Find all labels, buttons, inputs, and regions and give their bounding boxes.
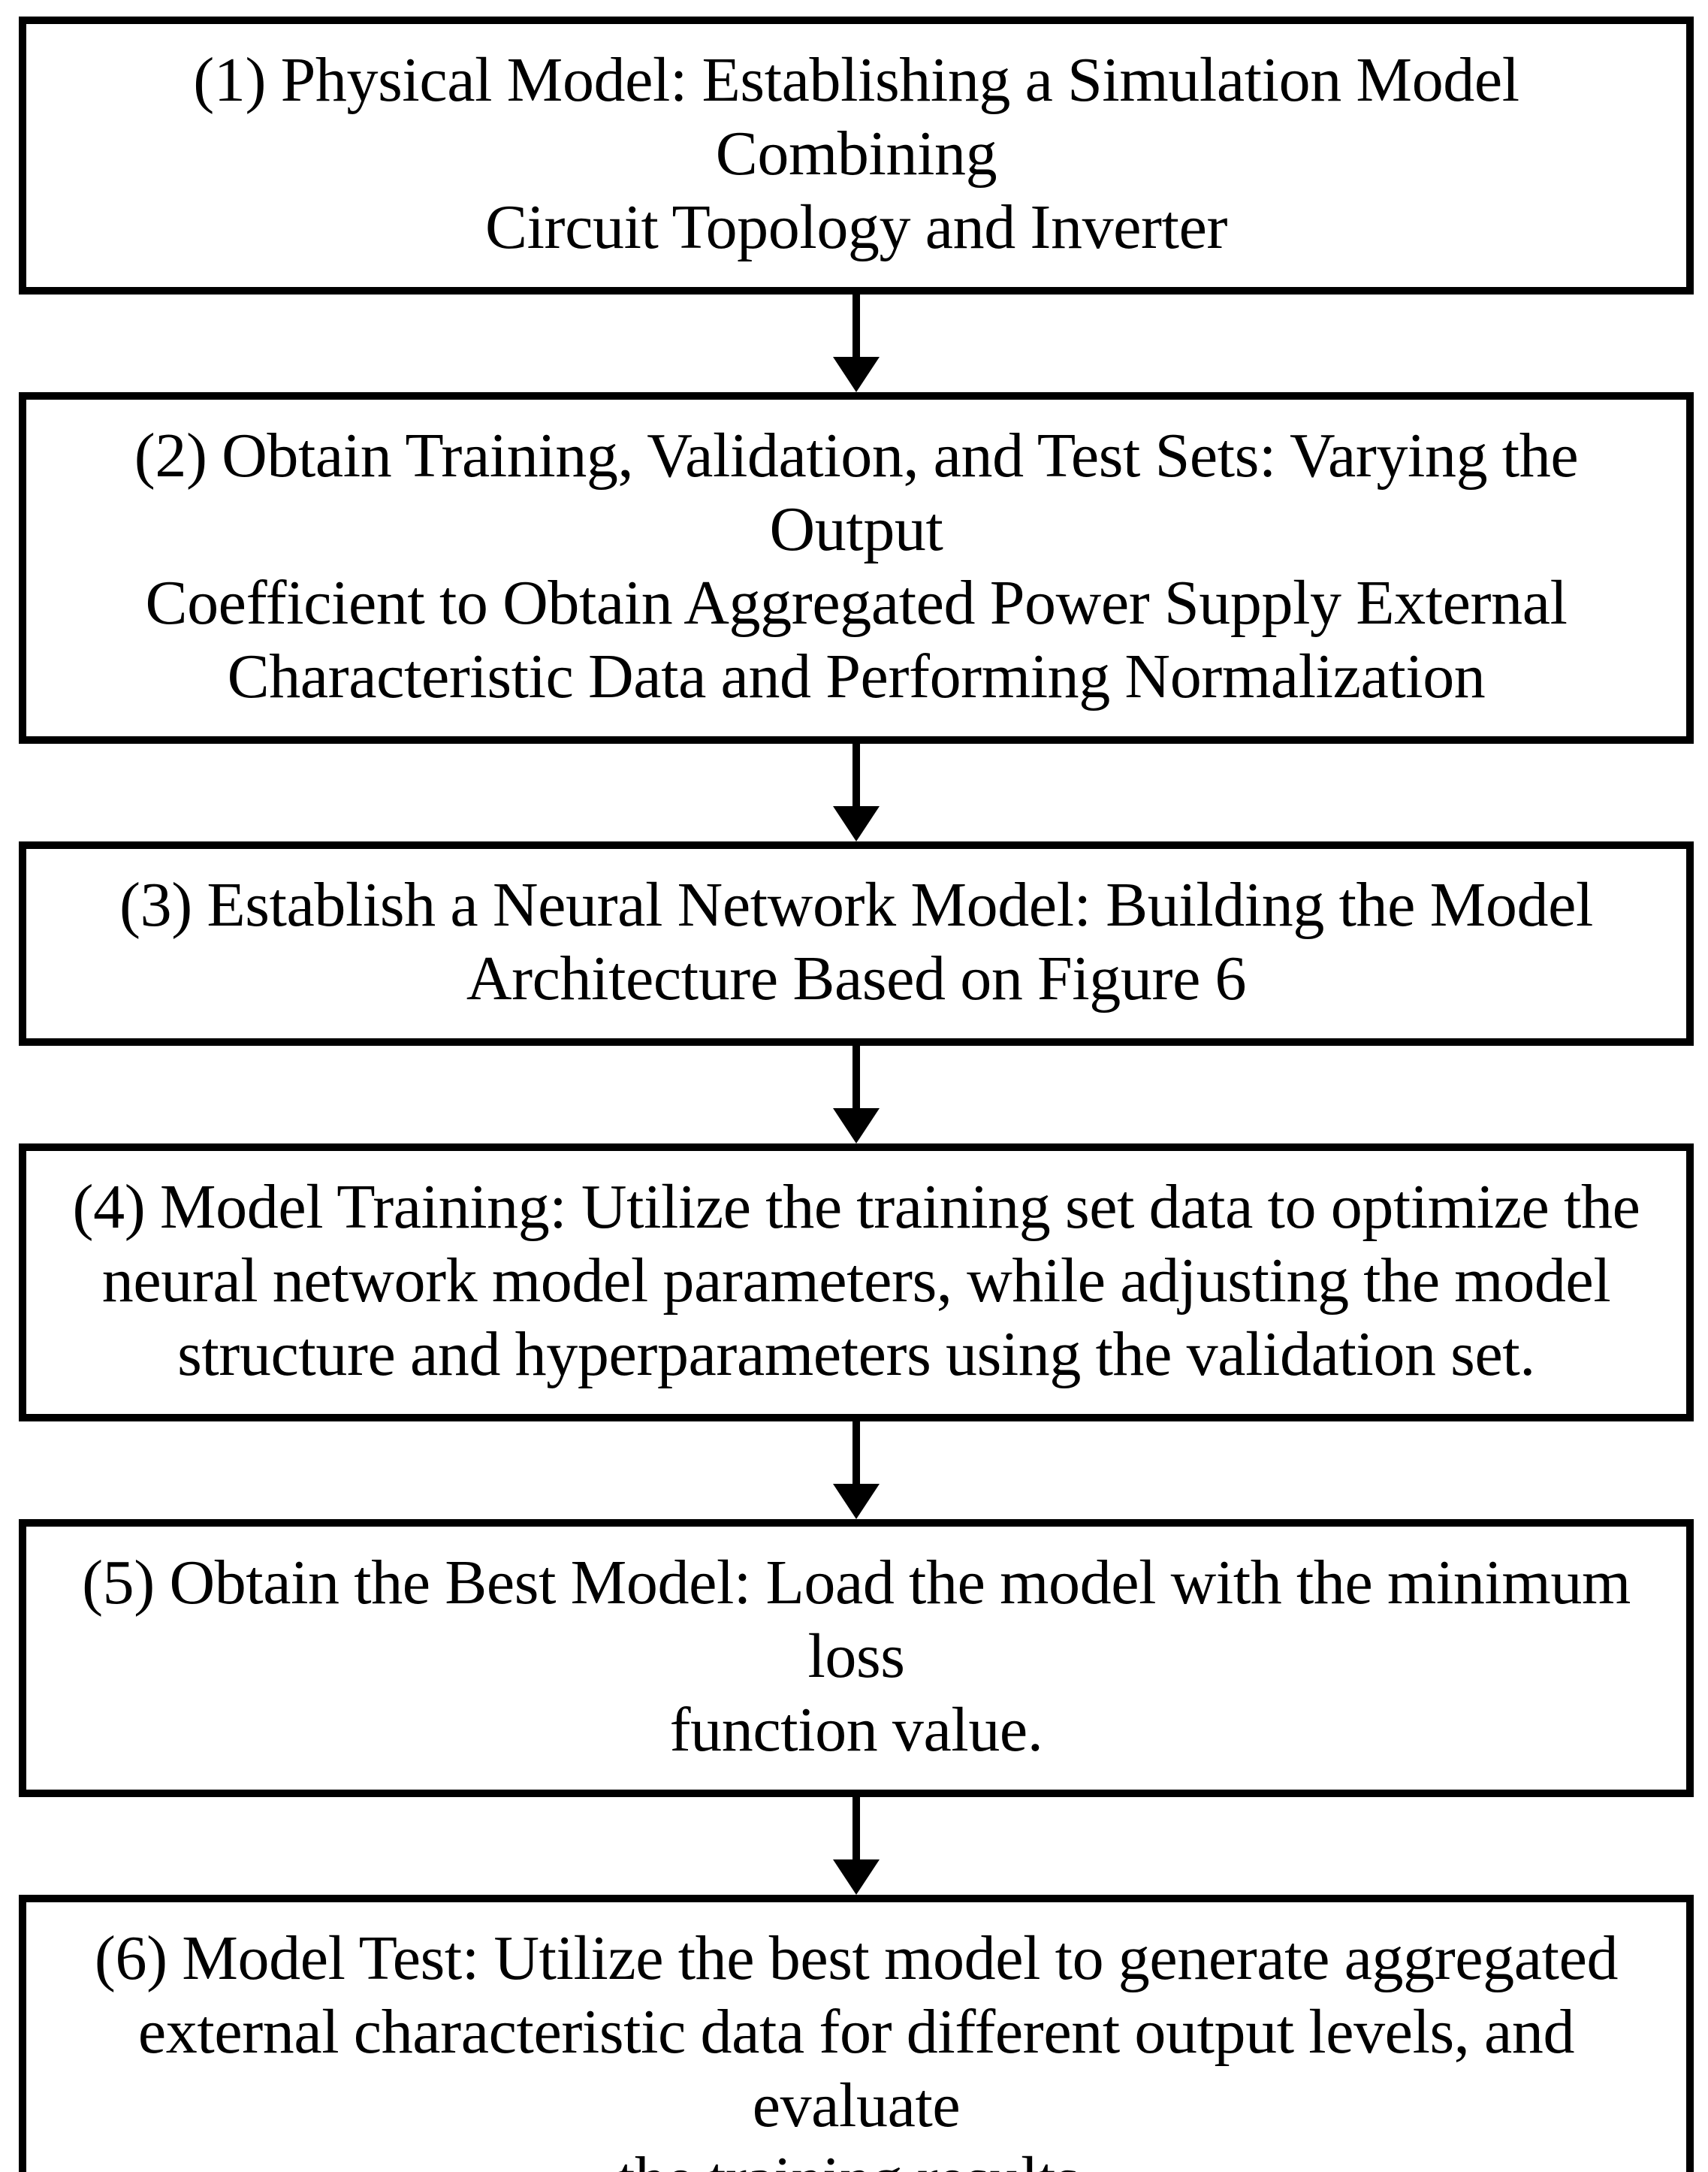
arrow-line bbox=[852, 1797, 860, 1860]
flowchart-node-label: (1) Physical Model: Establishing a Simul… bbox=[193, 45, 1519, 262]
arrow-line bbox=[852, 744, 860, 807]
flowchart-node-label: (5) Obtain the Best Model: Load the mode… bbox=[82, 1548, 1631, 1765]
arrow-line bbox=[852, 295, 860, 358]
arrow-line bbox=[852, 1046, 860, 1109]
flowchart-node-label: (3) Establish a Neural Network Model: Bu… bbox=[119, 870, 1593, 1013]
flowchart-node-step-6[interactable]: (6) Model Test: Utilize the best model t… bbox=[19, 1895, 1694, 2172]
down-arrow-icon bbox=[833, 1484, 880, 1519]
flowchart-arrow-2-to-3 bbox=[19, 744, 1694, 841]
flowchart-node-step-2[interactable]: (2) Obtain Training, Validation, and Tes… bbox=[19, 392, 1694, 744]
flowchart-node-step-5[interactable]: (5) Obtain the Best Model: Load the mode… bbox=[19, 1519, 1694, 1797]
down-arrow-icon bbox=[833, 1859, 880, 1895]
flowchart-arrow-1-to-2 bbox=[19, 295, 1694, 392]
flowchart-node-label: (4) Model Training: Utilize the training… bbox=[72, 1172, 1640, 1389]
flowchart-node-step-1[interactable]: (1) Physical Model: Establishing a Simul… bbox=[19, 17, 1694, 295]
down-arrow-icon bbox=[833, 357, 880, 392]
arrow-line bbox=[852, 1421, 860, 1485]
down-arrow-icon bbox=[833, 1108, 880, 1143]
flowchart-node-label: (2) Obtain Training, Validation, and Tes… bbox=[134, 421, 1579, 711]
flowchart-node-step-3[interactable]: (3) Establish a Neural Network Model: Bu… bbox=[19, 841, 1694, 1046]
flowchart-arrow-3-to-4 bbox=[19, 1046, 1694, 1143]
flowchart-arrow-4-to-5 bbox=[19, 1421, 1694, 1519]
flowchart-node-stack: (1) Physical Model: Establishing a Simul… bbox=[19, 17, 1694, 2172]
flowchart-node-label: (6) Model Test: Utilize the best model t… bbox=[94, 1923, 1619, 2172]
flowchart-arrow-5-to-6 bbox=[19, 1797, 1694, 1895]
down-arrow-icon bbox=[833, 806, 880, 841]
flowchart-node-step-4[interactable]: (4) Model Training: Utilize the training… bbox=[19, 1143, 1694, 1421]
